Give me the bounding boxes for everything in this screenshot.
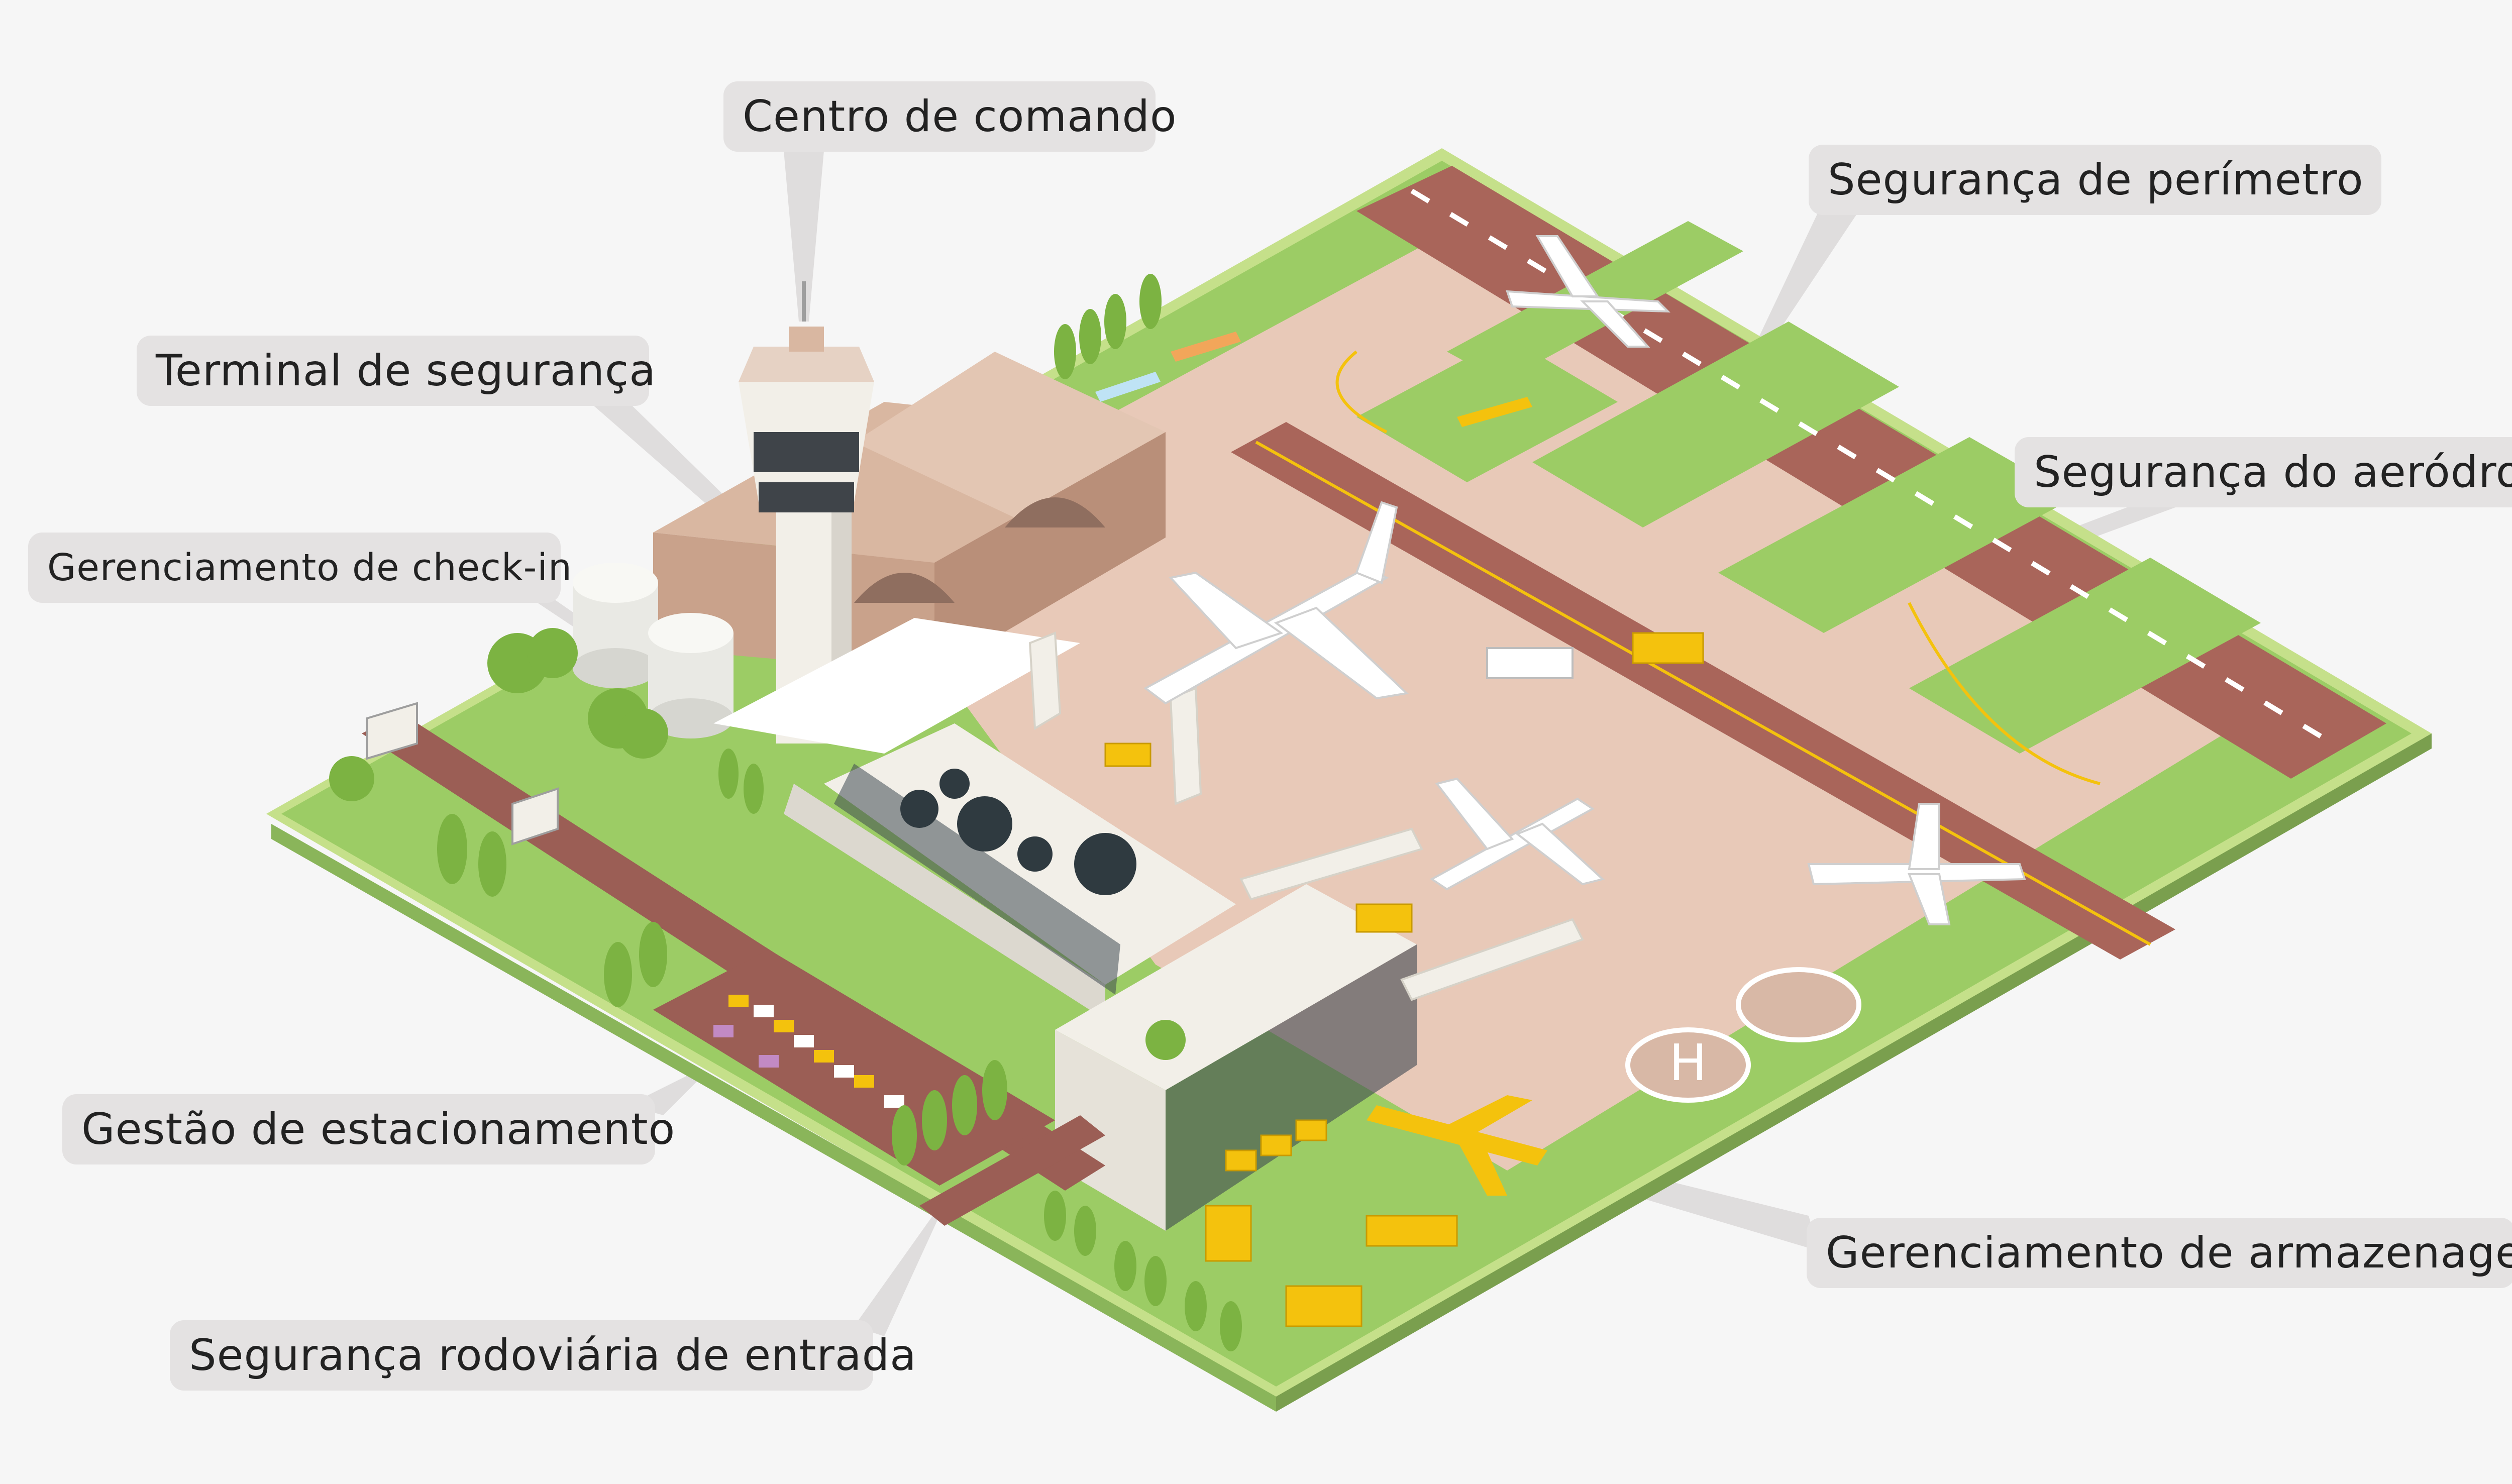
label-command-center: Centro de comando xyxy=(723,81,1177,152)
fuel-tank-icon xyxy=(573,563,734,738)
parking-lot-icon xyxy=(653,949,1055,1186)
label-perimeter-security: Segurança de perímetro xyxy=(1809,145,2381,215)
label-parking-management: Gestão de estacionamento xyxy=(62,1094,675,1164)
label-warehouse-management: Gerenciamento de armazenagem xyxy=(1807,1218,2512,1288)
airplane-icon xyxy=(1143,235,2026,925)
terminal-building xyxy=(713,618,1417,1231)
label-aerodrome-security: Segurança do aeródromo xyxy=(2015,437,2512,507)
label-checkin-management: Gerenciamento de check-in xyxy=(28,533,572,603)
label-terminal-security: Terminal de segurança xyxy=(137,336,656,406)
fuel-truck-icon xyxy=(1486,647,1574,679)
jet-bridges xyxy=(1028,631,1584,1001)
cargo-airplane-icon xyxy=(1367,1095,1547,1196)
helipad-icon: H xyxy=(1625,967,1861,1103)
small-airplane-icon xyxy=(1095,332,1532,427)
helipad-letter: H xyxy=(1669,1033,1707,1092)
tree-icon xyxy=(329,274,1242,1351)
truck-icon xyxy=(1104,632,1704,1327)
label-entrance-road-security: Segurança rodoviária de entrada xyxy=(170,1320,916,1391)
billboards xyxy=(366,702,559,845)
